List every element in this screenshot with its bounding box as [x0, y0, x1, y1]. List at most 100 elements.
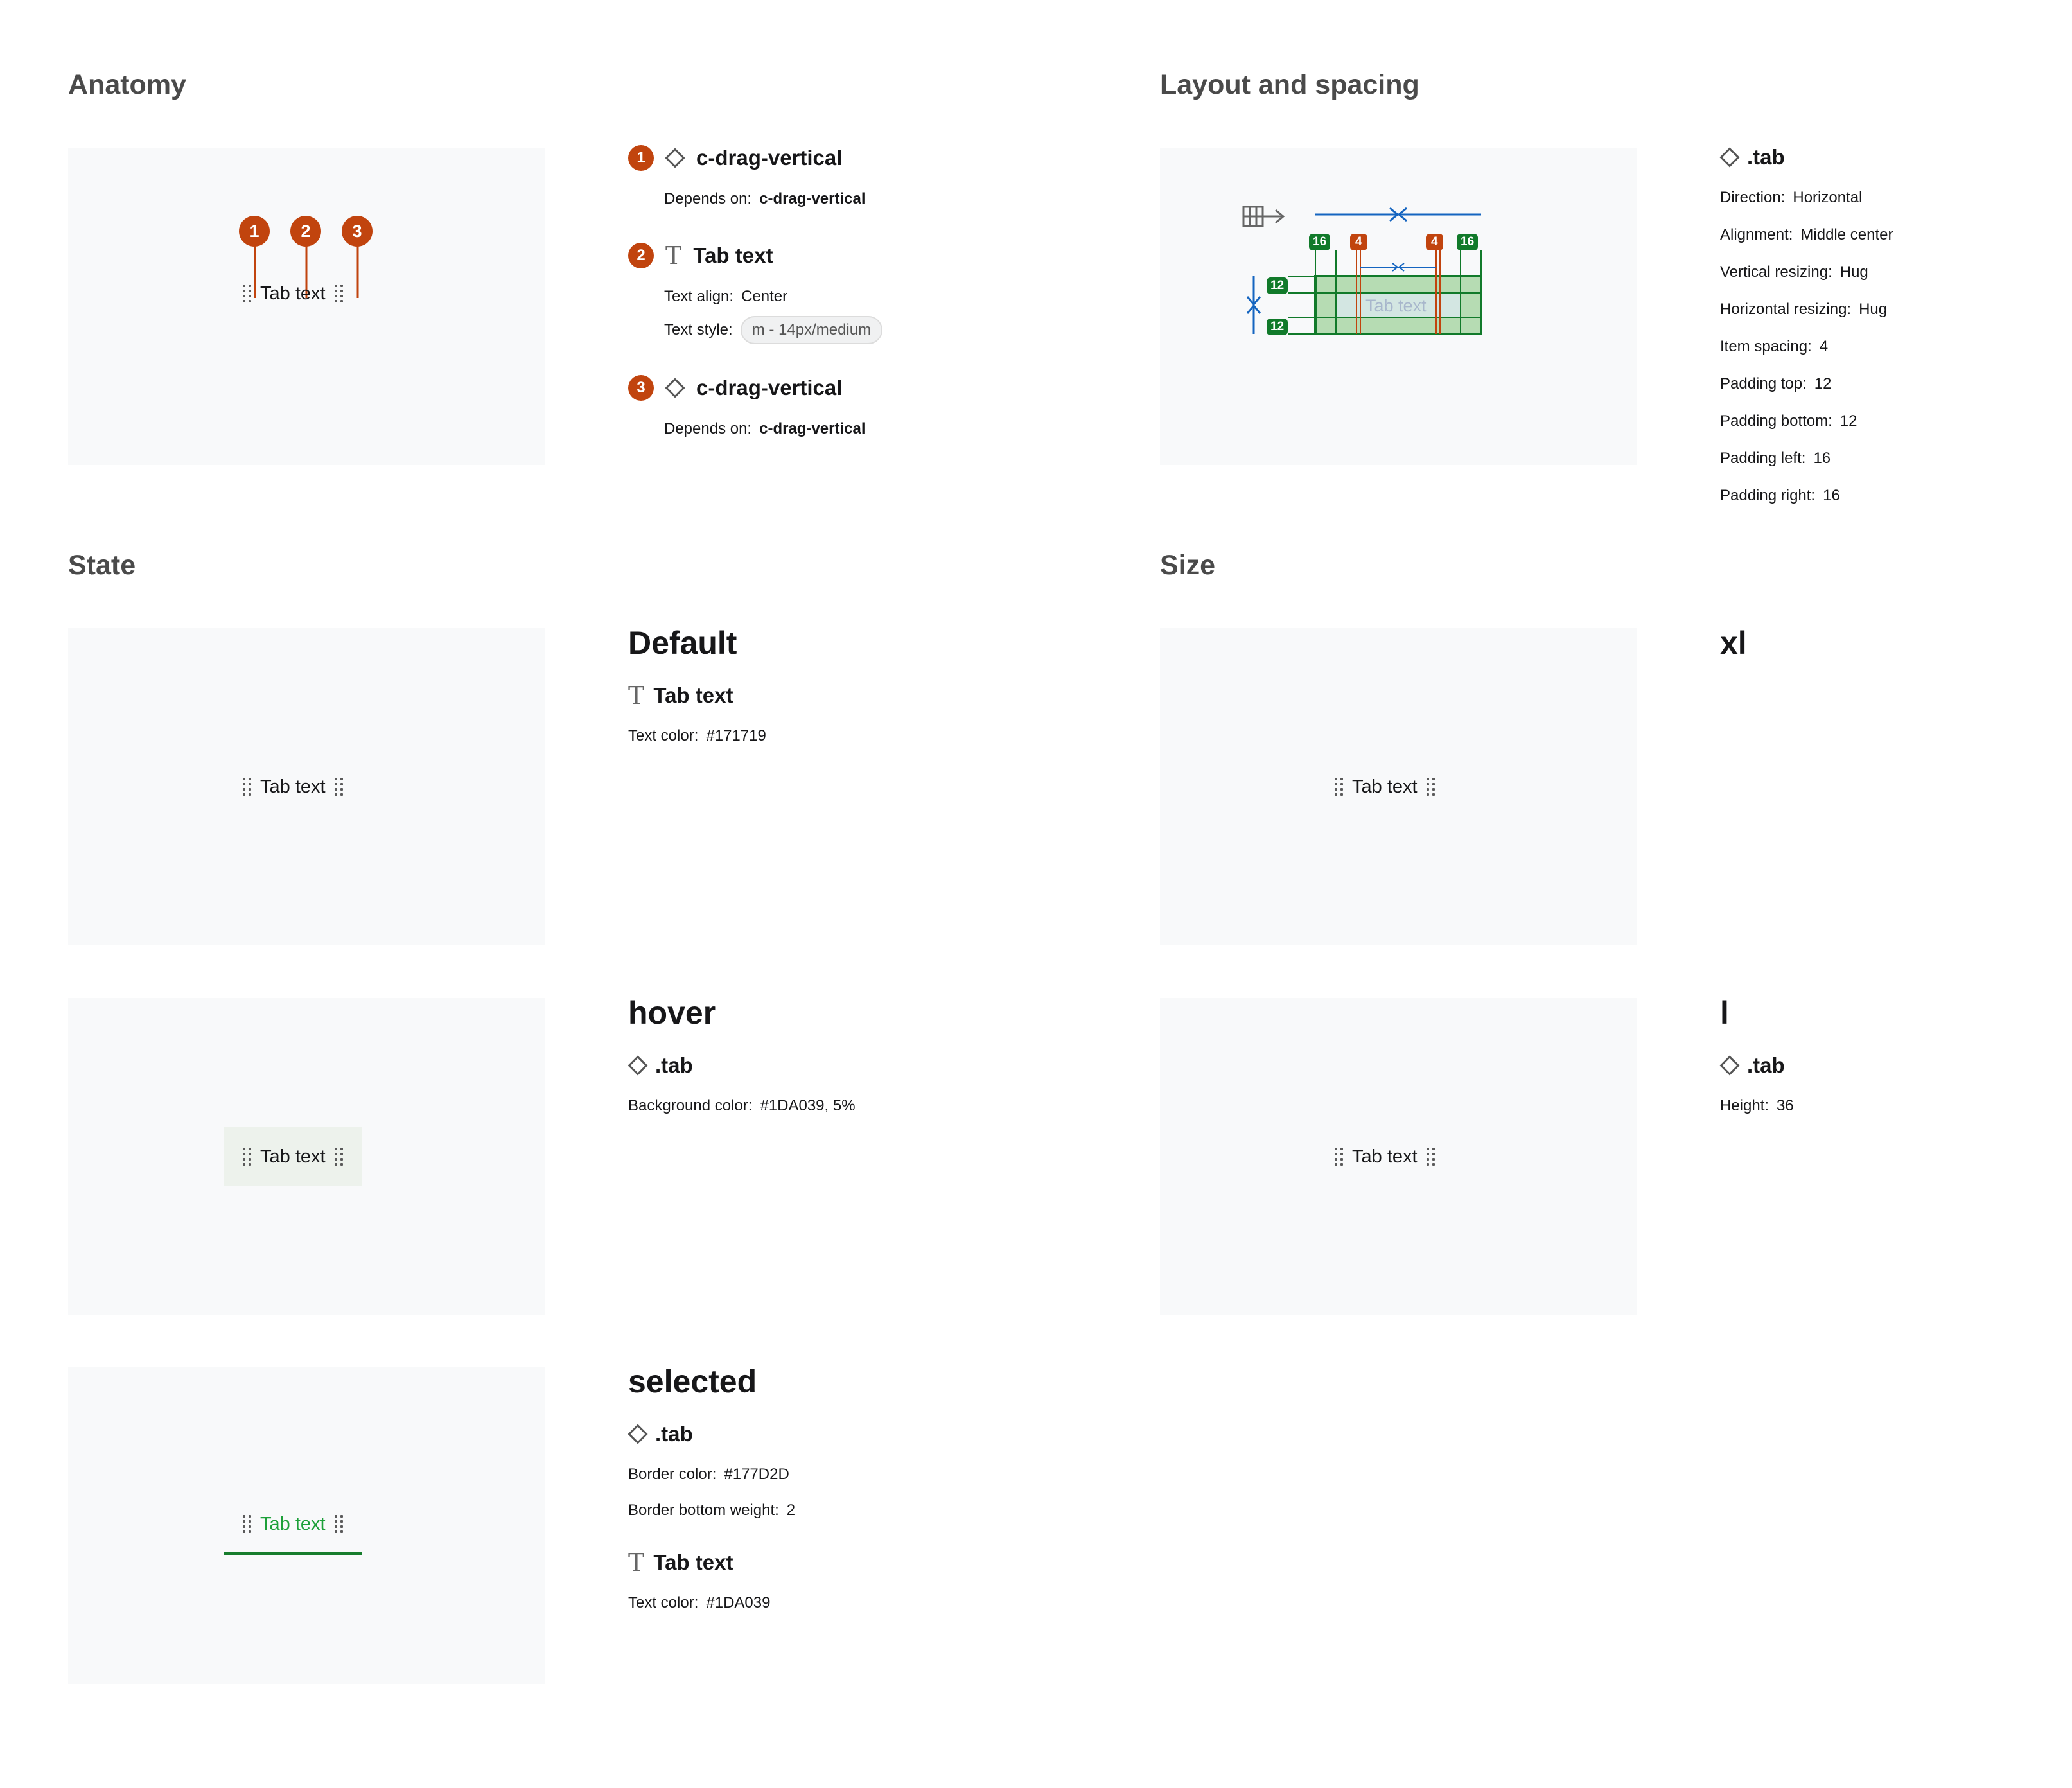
row-key: Padding top: — [1720, 375, 1807, 392]
row-value: #1DA039, 5% — [760, 1097, 856, 1114]
state-selected-info: selected .tab Border color:#177D2D Borde… — [628, 1363, 795, 1612]
tab-text: Tab text — [260, 776, 326, 797]
text-style-chip: m - 14px/medium — [740, 316, 883, 344]
row-value: #171719 — [706, 727, 766, 744]
drag-handle-right-icon — [334, 285, 343, 302]
row-key: Text color: — [628, 727, 699, 744]
state-row: Text color:#1DA039 — [628, 1594, 795, 1612]
tab-text: Tab text — [1352, 1146, 1418, 1167]
size-row: Height: 36 — [1720, 1097, 1794, 1115]
text-icon: T — [628, 681, 645, 710]
row-key: Vertical resizing: — [1720, 263, 1832, 281]
component-icon — [1719, 1055, 1740, 1076]
anatomy-item-3: 3 c-drag-vertical Depends on:c-drag-vert… — [628, 375, 866, 438]
row-key: Border color: — [628, 1466, 717, 1483]
row-key: Depends on: — [664, 420, 752, 437]
padding-left-label: 16 — [1309, 234, 1331, 250]
size-xl-panel: Tab text — [1160, 628, 1637, 945]
row-key: Padding left: — [1720, 450, 1806, 467]
row-key: Text style: — [664, 321, 733, 338]
row-value: #1DA039 — [706, 1594, 771, 1611]
drag-handle-right-icon — [334, 778, 343, 796]
state-selected-panel: Tab text — [68, 1367, 545, 1684]
tab-selected[interactable]: Tab text — [224, 1496, 362, 1555]
row-value: Middle center — [1800, 226, 1893, 243]
tab-text: Tab text — [260, 283, 326, 304]
group-name: .tab — [1747, 1053, 1785, 1077]
group-name: .tab — [655, 1422, 693, 1446]
layout-row: Padding top: 12 — [1720, 375, 1893, 393]
row-key: Alignment: — [1720, 226, 1793, 243]
drag-handle-left-icon — [1335, 778, 1343, 796]
row-key: Border bottom weight: — [628, 1502, 779, 1519]
drag-handle-left-icon — [243, 1515, 251, 1533]
anatomy-item-2: 2 T Tab text Text align:Center Text styl… — [628, 243, 883, 344]
anatomy-item-row: Text align:Center — [664, 288, 882, 306]
anatomy-preview-panel: 1 2 3 Tab text — [68, 148, 545, 465]
gap-right-label: 4 — [1426, 234, 1443, 250]
row-key: Direction: — [1720, 189, 1786, 206]
layout-row: Alignment: Middle center — [1720, 226, 1893, 244]
section-title-size: Size — [1160, 550, 1216, 581]
height-dimension — [1246, 276, 1261, 334]
row-value: Hug — [1859, 301, 1888, 318]
row-value: 12 — [1839, 412, 1857, 430]
layout-row: Direction:Horizontal — [1720, 189, 1893, 207]
size-xl-info: xl — [1720, 624, 1747, 662]
row-key: Padding bottom: — [1720, 412, 1832, 430]
layout-row: Vertical resizing: Hug — [1720, 263, 1893, 281]
anatomy-item-name: c-drag-vertical — [696, 146, 843, 170]
anatomy-marker-3: 3 — [342, 216, 373, 247]
component-icon — [665, 148, 685, 168]
drag-handle-left-icon — [1335, 1148, 1343, 1166]
row-key: Background color: — [628, 1097, 753, 1114]
auto-layout-icon — [1242, 206, 1285, 227]
row-value: Hug — [1839, 263, 1868, 281]
anatomy-item-1: 1 c-drag-vertical Depends on:c-drag-vert… — [628, 145, 866, 208]
tab-text: Tab text — [260, 1513, 326, 1534]
tab[interactable]: Tab text — [224, 277, 362, 310]
state-title: selected — [628, 1363, 757, 1399]
row-value: 2 — [786, 1502, 796, 1519]
section-title-state: State — [68, 550, 136, 581]
section-title-layout: Layout and spacing — [1160, 69, 1419, 100]
width-dimension — [1315, 207, 1481, 222]
tab-hover[interactable]: Tab text — [224, 1127, 362, 1186]
row-value: 36 — [1777, 1097, 1794, 1114]
row-key: Horizontal resizing: — [1720, 301, 1852, 318]
tab-text: Tab text — [260, 1146, 326, 1167]
state-row: Text color: #171719 — [628, 727, 766, 745]
spacing-diagram: Tab text — [1242, 206, 1482, 335]
row-value: c-drag-vertical — [759, 190, 866, 207]
state-row: Border color:#177D2D — [628, 1466, 795, 1484]
row-value: 12 — [1814, 375, 1832, 392]
component-icon — [628, 1424, 648, 1444]
tab-l[interactable]: Tab text — [1315, 1127, 1454, 1186]
drag-handle-left-icon — [243, 285, 251, 302]
anatomy-item-row: Text style: m - 14px/medium — [664, 316, 883, 344]
tab-default[interactable]: Tab text — [224, 757, 362, 816]
state-row: Background color: #1DA039, 5% — [628, 1097, 856, 1115]
padding-bottom-label: 12 — [1267, 319, 1288, 335]
row-key: Height: — [1720, 1097, 1769, 1114]
anatomy-marker-1: 1 — [239, 216, 270, 247]
layout-row: Padding right:16 — [1720, 487, 1893, 505]
row-value: Center — [741, 288, 788, 305]
ghost-tab-text: Tab text — [1365, 296, 1427, 315]
row-key: Item spacing: — [1720, 338, 1812, 355]
layout-row: Horizontal resizing: Hug — [1720, 301, 1893, 319]
section-title-anatomy: Anatomy — [68, 69, 186, 100]
padding-top-label: 12 — [1267, 277, 1288, 294]
tab-text: Tab text — [1352, 776, 1418, 797]
size-l-info: l .tab Height: 36 — [1719, 994, 1794, 1115]
anatomy-item-name: Tab text — [693, 243, 773, 267]
tab-xl[interactable]: Tab text — [1315, 757, 1454, 816]
state-hover-info: hover .tab Background color:#1DA039, 5% — [628, 994, 856, 1115]
row-value: 16 — [1813, 450, 1831, 467]
size-title: l — [1720, 995, 1729, 1031]
anatomy-item-row: Depends on:c-drag-vertical — [664, 420, 866, 438]
state-row: Border bottom weight: 2 — [628, 1502, 795, 1520]
component-icon — [628, 1055, 648, 1076]
